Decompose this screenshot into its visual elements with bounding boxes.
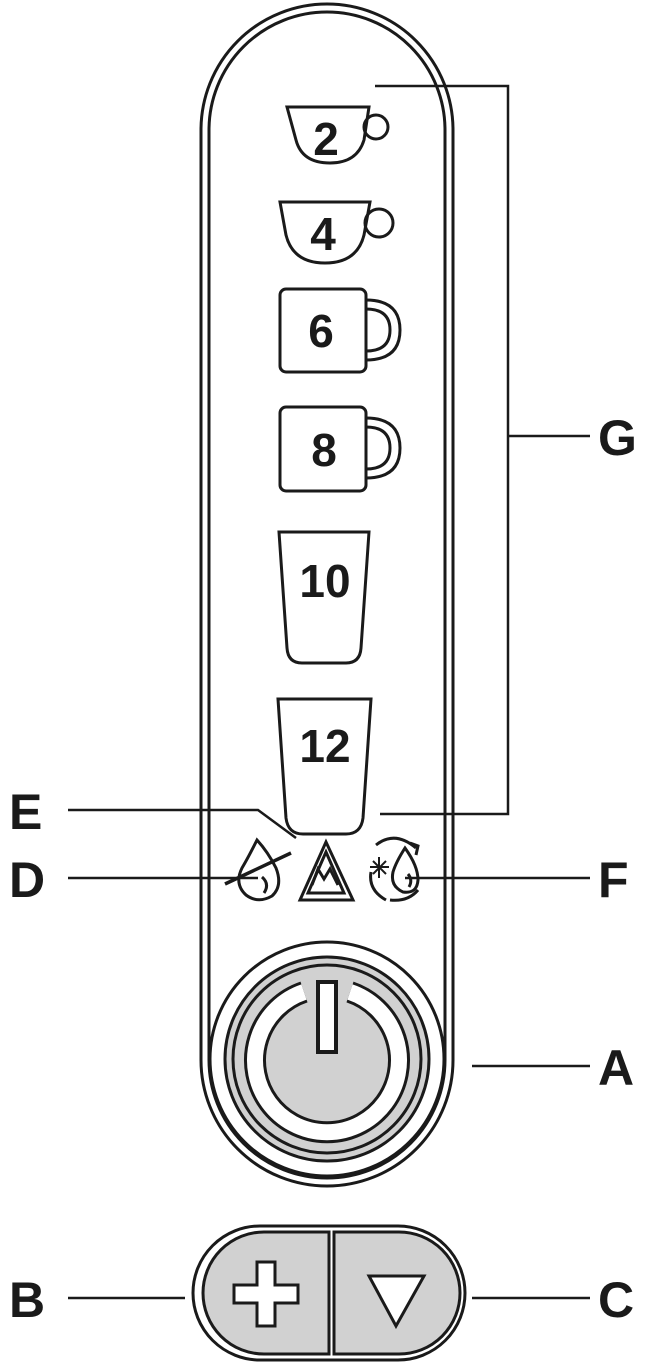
plus-button[interactable] xyxy=(201,1230,331,1356)
cup-4-icon: 4 xyxy=(278,200,395,265)
callout-b: B xyxy=(9,1272,45,1328)
no-water-drop-icon xyxy=(224,837,292,902)
glass-12-icon: 12 xyxy=(276,697,373,836)
cup-4-label: 4 xyxy=(310,208,336,260)
clean-cycle-icon xyxy=(369,836,420,902)
glass-12-label: 12 xyxy=(299,720,350,772)
plus-icon xyxy=(232,1260,300,1328)
callout-g: G xyxy=(598,410,637,466)
button-pill xyxy=(191,1224,467,1362)
callout-f: F xyxy=(598,852,629,908)
mug-6-label: 6 xyxy=(308,305,334,357)
mug-6-icon: 6 xyxy=(278,287,402,374)
leader-lines xyxy=(68,84,590,1300)
callout-e: E xyxy=(9,784,42,840)
glass-10-label: 10 xyxy=(299,555,350,607)
power-button[interactable] xyxy=(208,940,446,1178)
glass-10-icon: 10 xyxy=(277,530,371,665)
mug-8-icon: 8 xyxy=(278,405,402,493)
cup-2-label: 2 xyxy=(313,113,339,165)
callout-c: C xyxy=(598,1272,634,1328)
triangle-down-icon xyxy=(366,1274,427,1330)
cup-2-icon: 2 xyxy=(285,105,390,165)
scale-mountain-icon xyxy=(297,838,356,902)
down-button[interactable] xyxy=(332,1230,462,1356)
power-icon xyxy=(244,980,410,1144)
leader-g xyxy=(375,84,510,816)
leader-e xyxy=(68,808,297,840)
mug-8-label: 8 xyxy=(311,424,337,476)
callout-a: A xyxy=(598,1040,634,1096)
callout-d: D xyxy=(9,852,45,908)
